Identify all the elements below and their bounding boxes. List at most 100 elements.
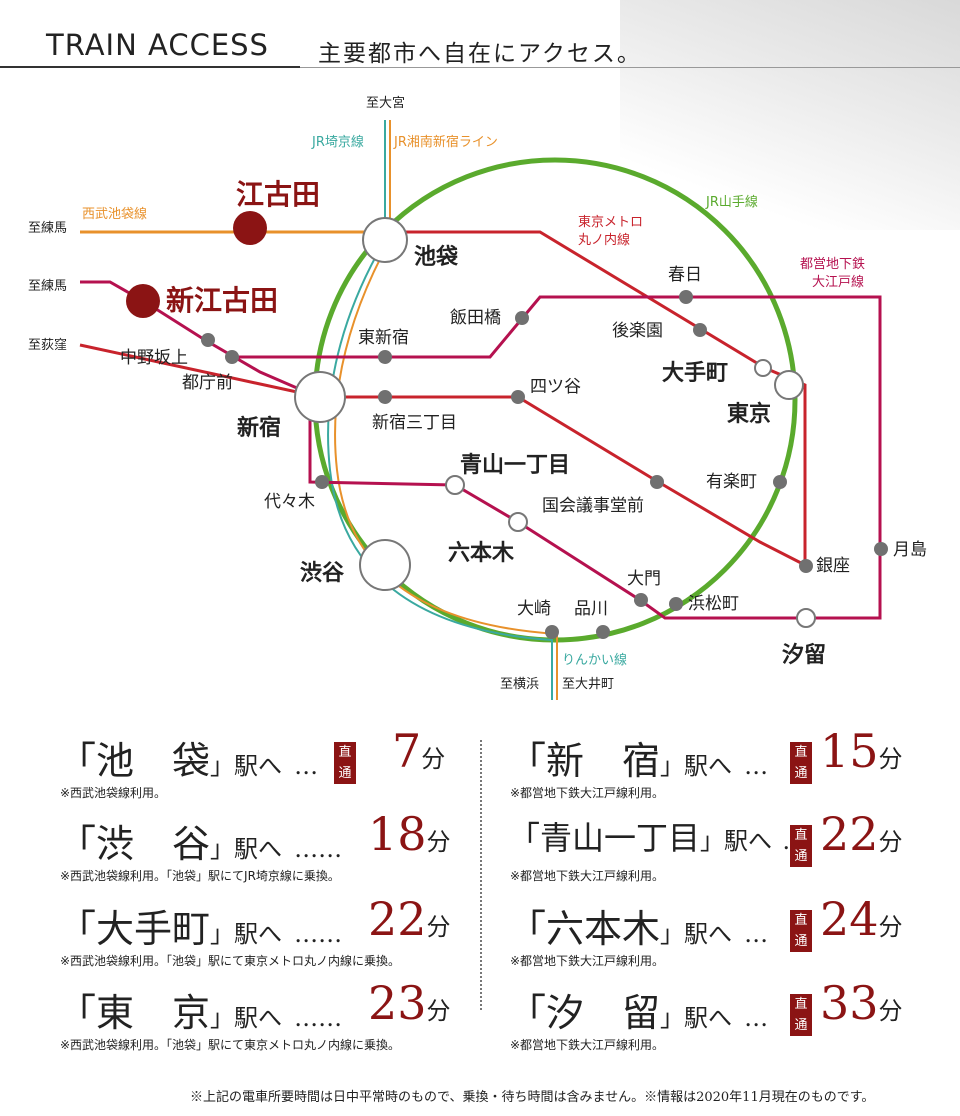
label-seibu: 西武池袋線 bbox=[82, 206, 147, 222]
station-ikebukuro: 池袋 bbox=[414, 244, 459, 270]
dot-iidabashi bbox=[515, 311, 529, 325]
roppongi-terminal bbox=[508, 512, 528, 532]
route-note: ※西武池袋線利用。 bbox=[60, 786, 167, 800]
saikyo-line bbox=[327, 120, 553, 700]
station-osaki: 大崎 bbox=[517, 599, 551, 619]
dot-kasuga bbox=[679, 290, 693, 304]
label-rinkai: りんかい線 bbox=[562, 652, 627, 668]
route-note: ※西武池袋線利用。「池袋」駅にてJR埼京線に乗換。 bbox=[60, 869, 340, 883]
shinekoda-marker bbox=[126, 284, 160, 318]
label-saikyo: JR埼京線 bbox=[311, 134, 364, 150]
ekoda-marker bbox=[233, 211, 267, 245]
station-dots bbox=[201, 290, 888, 639]
station-hamamatsucho: 浜松町 bbox=[688, 594, 739, 614]
shinjuku-terminal bbox=[294, 371, 346, 423]
oedo-line bbox=[80, 280, 882, 620]
destination-name: 「東 京」駅へ …… bbox=[58, 991, 343, 1035]
dot-korakuen bbox=[693, 323, 707, 337]
destination-name: 「新 宿」駅へ … bbox=[508, 739, 769, 783]
shibuya-terminal bbox=[359, 539, 411, 591]
route-note: ※西武池袋線利用。「池袋」駅にて東京メトロ丸ノ内線に乗換。 bbox=[60, 954, 401, 968]
label-yamanote: JR山手線 bbox=[705, 194, 758, 210]
dir-yokohama: 至横浜 bbox=[500, 677, 539, 692]
label-oedo-2: 大江戸線 bbox=[812, 274, 864, 290]
station-shinagawa: 品川 bbox=[574, 599, 608, 619]
direct-badge: 直通 bbox=[790, 910, 812, 952]
shiodome-terminal bbox=[796, 608, 816, 628]
station-kasuga: 春日 bbox=[668, 265, 702, 285]
destination-name: 「大手町」駅へ …… bbox=[58, 907, 343, 951]
station-korakuen: 後楽園 bbox=[612, 321, 663, 341]
title-ja: 主要都市へ自在にアクセス。 bbox=[318, 41, 642, 67]
station-ekoda: 江古田 bbox=[236, 178, 320, 211]
header-rule bbox=[0, 66, 300, 68]
destination-name: 「渋 谷」駅へ …… bbox=[58, 822, 343, 866]
minutes: 22分 bbox=[820, 807, 903, 861]
dir-nerima-2: 至練馬 bbox=[28, 279, 67, 294]
footer-note: ※上記の電車所要時間は日中平常時のもので、乗換・待ち時間は含みません。※情報は2… bbox=[190, 1090, 875, 1105]
destination-name: 「六本木」駅へ … bbox=[508, 907, 769, 951]
station-shibuya: 渋谷 bbox=[300, 560, 345, 586]
minutes: 18分 bbox=[368, 807, 451, 861]
label-shonan: JR湘南新宿ライン bbox=[393, 134, 498, 150]
station-aoyama: 青山一丁目 bbox=[460, 452, 570, 478]
dot-tochomae bbox=[225, 350, 239, 364]
minutes: 24分 bbox=[820, 892, 903, 946]
station-tokyo: 東京 bbox=[727, 401, 771, 427]
otemachi-terminal bbox=[754, 359, 772, 377]
dir-ogikubo: 至荻窪 bbox=[28, 337, 67, 353]
dir-omiya: 至大宮 bbox=[366, 95, 405, 111]
station-shinjuku: 新宿 bbox=[237, 415, 281, 441]
station-otemachi: 大手町 bbox=[662, 360, 728, 386]
column-divider bbox=[480, 740, 482, 1010]
dot-higashishinjuku bbox=[378, 350, 392, 364]
route-note: ※都営地下鉄大江戸線利用。 bbox=[510, 954, 665, 968]
dot-kokkai bbox=[650, 475, 664, 489]
station-higashishinjuku: 東新宿 bbox=[358, 328, 409, 348]
time-row: 「六本木」駅へ … 直通 24分 ※都営地下鉄大江戸線利用。 bbox=[508, 892, 928, 978]
minutes: 7分 bbox=[392, 724, 446, 778]
station-yotsuya: 四ツ谷 bbox=[530, 377, 581, 397]
direct-badge: 直通 bbox=[790, 742, 812, 784]
station-daimon: 大門 bbox=[627, 569, 661, 589]
station-yoyogi: 代々木 bbox=[264, 492, 315, 512]
route-note: ※西武池袋線利用。「池袋」駅にて東京メトロ丸ノ内線に乗換。 bbox=[60, 1038, 401, 1052]
aoyama-terminal bbox=[445, 475, 465, 495]
station-shinjukusanchome: 新宿三丁目 bbox=[372, 413, 457, 433]
station-kokkai: 国会議事堂前 bbox=[542, 496, 644, 516]
station-roppongi: 六本木 bbox=[448, 540, 515, 566]
time-row: 「新 宿」駅へ … 直通 15分 ※都営地下鉄大江戸線利用。 bbox=[508, 724, 928, 810]
station-ginza: 銀座 bbox=[816, 556, 850, 576]
direct-badge: 直通 bbox=[334, 742, 356, 784]
time-row: 「青山一丁目」駅へ … 直通 22分 ※都営地下鉄大江戸線利用。 bbox=[508, 807, 928, 893]
dot-tsukishima bbox=[874, 542, 888, 556]
label-marunouchi-2: 丸ノ内線 bbox=[578, 232, 630, 248]
label-oedo-1: 都営地下鉄 bbox=[800, 257, 865, 272]
station-iidabashi: 飯田橋 bbox=[450, 308, 501, 328]
station-yurakucho: 有楽町 bbox=[706, 472, 757, 492]
header-rule-thin bbox=[300, 67, 960, 68]
station-nakanosakaue: 中野坂上 bbox=[120, 348, 188, 368]
time-row: 「汐 留」駅へ … 直通 33分 ※都営地下鉄大江戸線利用。 bbox=[508, 976, 928, 1062]
dot-yurakucho bbox=[773, 475, 787, 489]
dot-yoyogi bbox=[315, 475, 329, 489]
minutes: 33分 bbox=[820, 976, 903, 1030]
route-note: ※都営地下鉄大江戸線利用。 bbox=[510, 869, 665, 883]
station-shinekoda: 新江古田 bbox=[166, 284, 278, 317]
dot-yotsuya bbox=[511, 390, 525, 404]
dot-nakanosakaue bbox=[201, 333, 215, 347]
time-row: 「池 袋」駅へ … 直通 7分 ※西武池袋線利用。 bbox=[58, 724, 458, 810]
dir-nerima-1: 至練馬 bbox=[28, 221, 67, 236]
minutes: 23分 bbox=[368, 976, 451, 1030]
dir-oimachi: 至大井町 bbox=[562, 677, 614, 692]
station-tochomae: 都庁前 bbox=[182, 373, 233, 393]
station-tsukishima: 月島 bbox=[893, 540, 927, 560]
station-shiodome: 汐留 bbox=[782, 642, 826, 668]
destination-name: 「池 袋」駅へ … bbox=[58, 739, 319, 783]
shonan-line bbox=[334, 120, 558, 700]
dot-hamamatsucho bbox=[669, 597, 683, 611]
time-row: 「大手町」駅へ …… 22分 ※西武池袋線利用。「池袋」駅にて東京メトロ丸ノ内線… bbox=[58, 892, 458, 978]
tokyo-terminal bbox=[774, 370, 804, 400]
direct-badge: 直通 bbox=[790, 825, 812, 867]
dot-shinagawa bbox=[596, 625, 610, 639]
